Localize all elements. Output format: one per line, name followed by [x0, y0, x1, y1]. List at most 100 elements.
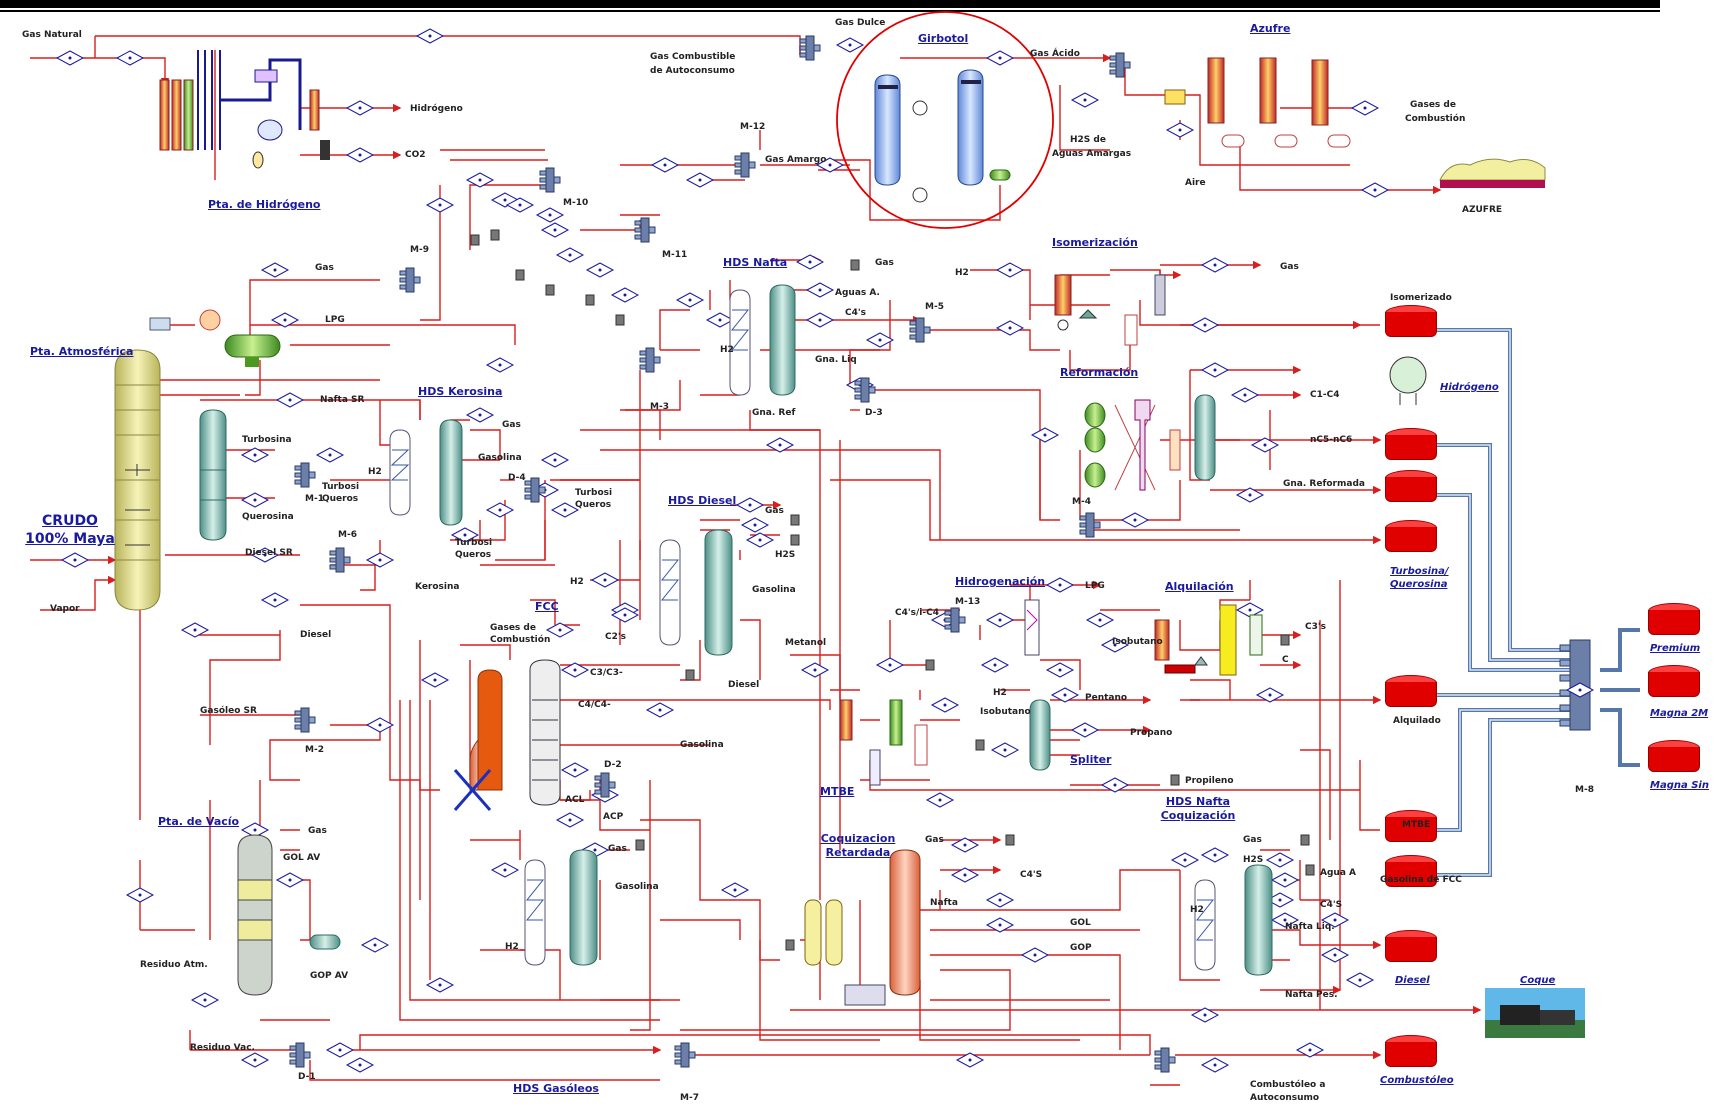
vacuum-column-icon [237, 834, 341, 996]
section-hds-kerosina[interactable]: HDS Kerosina [418, 385, 503, 398]
label-h2-hdsc: H2 [1190, 905, 1204, 915]
label-turbosi-3: Turbosi [455, 538, 493, 548]
label-c4-isoc4: C4's/i-C4 [895, 608, 939, 618]
label-aguas-amargas: Aguas Amargas [1052, 149, 1132, 159]
label-gna-ref: Gna. Ref [752, 408, 796, 418]
section-coquizacion[interactable]: Coquizacion Retardada [820, 832, 896, 859]
label-h2-diesel: H2 [570, 577, 584, 587]
label-gases-comb-2: Combustión [1405, 114, 1466, 124]
section-alquilacion[interactable]: Alquilación [1165, 580, 1234, 593]
section-hds-nafta[interactable]: HDS Nafta [723, 256, 788, 269]
section-azufre[interactable]: Azufre [1250, 22, 1291, 35]
label-propano: Propano [1130, 728, 1173, 738]
product-turbosina-querosina[interactable]: Turbosina/ Querosina [1390, 566, 1449, 590]
label-m12: M-12 [740, 122, 766, 132]
product-hidrogeno[interactable]: Hidrógeno [1440, 382, 1499, 393]
section-mtbe[interactable]: MTBE [820, 785, 855, 798]
sulfur-pile-icon [1439, 158, 1546, 188]
product-premium[interactable]: Premium [1650, 643, 1701, 654]
label-d1: D-1 [298, 1072, 316, 1082]
product-magna-sin[interactable]: Magna Sin [1650, 780, 1709, 791]
label-d4: D-4 [508, 473, 526, 483]
sulfur-plant-icon [1164, 57, 1351, 148]
label-c4s-coq: C4'S [1020, 870, 1043, 880]
product-combustoleo[interactable]: Combustóleo [1380, 1075, 1454, 1086]
section-hds-gasoleos[interactable]: HDS Gasóleos [513, 1082, 599, 1095]
label-gases-comb-fcc: Gases de Combustión [490, 623, 551, 645]
label-lpg-atm: LPG [325, 315, 345, 325]
label-gas-dulce: Gas Dulce [835, 18, 886, 28]
hds-nafta-coquizacion-reactor-icon [1194, 864, 1273, 976]
tank-premium [1648, 603, 1700, 639]
label-aire: Aire [1185, 178, 1206, 188]
section-hds-nafta-coquizacion[interactable]: HDS Nafta Coquización [1160, 795, 1236, 822]
label-c2s: C2's [605, 632, 626, 642]
coker-drums-icon [804, 849, 921, 1006]
label-m9: M-9 [410, 245, 429, 255]
spliter-column-icon [1029, 699, 1051, 771]
label-c1c4: C1-C4 [1310, 390, 1340, 400]
label-diesel-sr: Diesel SR [245, 548, 293, 558]
section-hidrogenacion[interactable]: Hidrogenación [955, 575, 1046, 588]
label-residuo-vac: Residuo Vac. [190, 1043, 255, 1053]
product-magna-2m[interactable]: Magna 2M [1650, 708, 1709, 719]
label-gas-vacio: Gas [308, 826, 327, 836]
label-diesel: Diesel [300, 630, 332, 640]
label-m11: M-11 [662, 250, 688, 260]
label-nafta-pes: Nafta Pes. [1285, 990, 1338, 1000]
hydrogen-sphere-icon [1389, 356, 1427, 405]
label-m5: M-5 [925, 302, 944, 312]
crudo-line2: 100% Maya [25, 531, 115, 547]
label-acp: ACP [603, 812, 624, 822]
label-gas-coq: Gas [925, 835, 944, 845]
label-agua-a: Agua A [1320, 868, 1356, 878]
label-h2-nafta: H2 [720, 345, 734, 355]
alquilacion-unit-icon [1154, 604, 1263, 676]
product-diesel[interactable]: Diesel [1395, 975, 1430, 986]
label-propileno: Propileno [1185, 776, 1234, 786]
section-hds-diesel[interactable]: HDS Diesel [668, 494, 737, 507]
tank-magna-2m [1648, 665, 1700, 701]
label-c3s: C3's [1305, 622, 1326, 632]
label-c4s: C4's [845, 308, 866, 318]
girbotol-absorber-icon [874, 74, 901, 186]
label-de-autoconsumo: de Autoconsumo [650, 66, 735, 76]
label-alquilado: Alquilado [1393, 716, 1441, 726]
section-isomerizacion[interactable]: Isomerización [1052, 236, 1138, 249]
label-lpg-hidro: LPG [1085, 581, 1105, 591]
label-nafta-liq: Nafta Liq. [1285, 922, 1335, 932]
label-isomerizado: Isomerizado [1390, 293, 1452, 303]
section-pta-atmosferica[interactable]: Pta. Atmosférica [30, 345, 134, 358]
section-girbotol[interactable]: Girbotol [918, 32, 969, 45]
section-fcc[interactable]: FCC [535, 600, 559, 613]
girbotol-regenerator-icon [912, 69, 1011, 203]
label-acl: ACL [565, 795, 585, 805]
tank-turbosina [1385, 520, 1437, 556]
hds-gasoleos-reactor-icon [524, 849, 598, 966]
tank-gasolina-fcc [1385, 855, 1437, 891]
label-m3: M-3 [650, 402, 669, 412]
section-pta-hidrogeno[interactable]: Pta. de Hidrógeno [208, 198, 321, 211]
product-coque[interactable]: Coque [1520, 975, 1556, 986]
tank-gna-reformada [1385, 470, 1437, 506]
label-pentano: Pentano [1085, 693, 1128, 703]
section-pta-vacio[interactable]: Pta. de Vacío [158, 815, 240, 828]
label-nafta: Nafta [930, 898, 958, 908]
crudo-line1: CRUDO [42, 513, 98, 529]
section-reformacion[interactable]: Reformación [1060, 366, 1139, 379]
label-nafta-sr: Nafta SR [320, 395, 365, 405]
isomerization-reactor-icon [1054, 274, 1166, 346]
label-gasolina-ker: Gasolina [478, 453, 522, 463]
label-gases-comb-1: Gases de [1410, 100, 1456, 110]
label-gas-ker: Gas [502, 420, 521, 430]
label-m8: M-8 [1575, 785, 1594, 795]
label-gas-acido: Gas Ácido [1030, 49, 1080, 59]
label-gol-av: GOL AV [283, 853, 321, 863]
label-hidrogeno-out: Hidrógeno [410, 104, 463, 114]
label-d3: D-3 [865, 408, 883, 418]
label-m13: M-13 [955, 597, 981, 607]
label-queros-1: Queros [322, 494, 359, 504]
hds-diesel-reactor-icon [659, 529, 733, 656]
coke-train-icon [1485, 988, 1585, 1038]
section-spliter[interactable]: Spliter [1070, 753, 1112, 766]
